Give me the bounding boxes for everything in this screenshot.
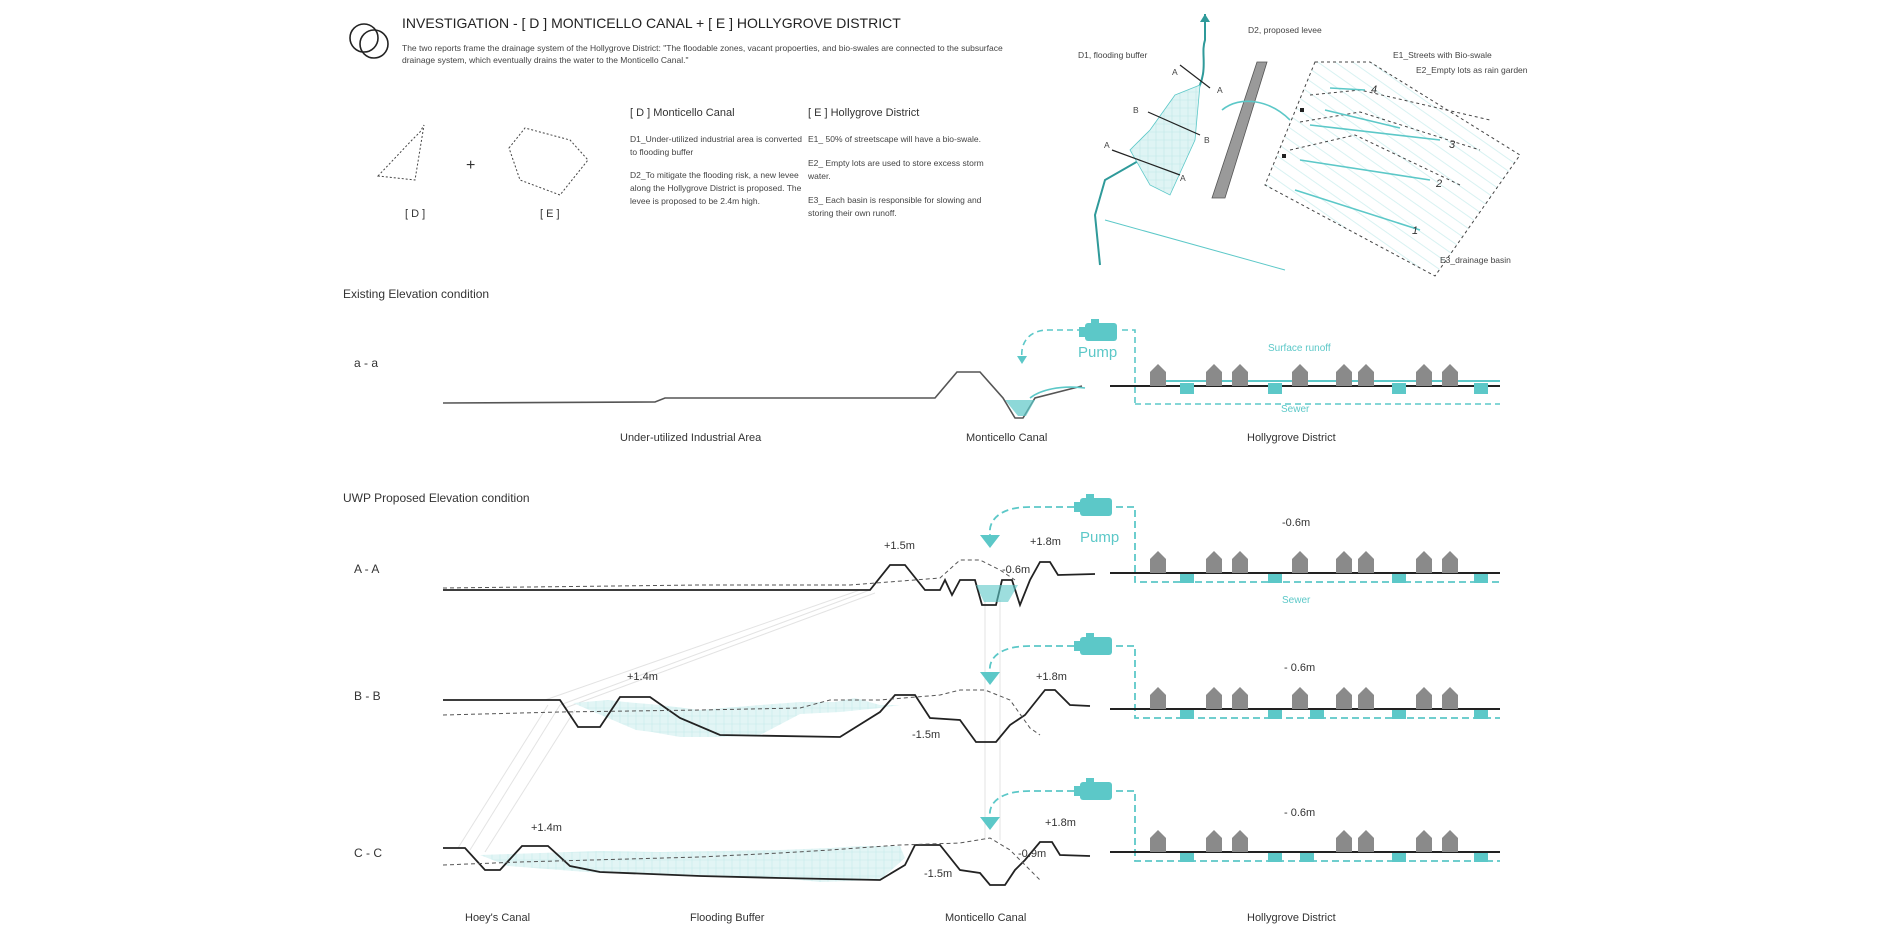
map-section-a-4: A — [1180, 173, 1186, 183]
section-cc-label: C - C — [354, 846, 382, 860]
map-section-b-1: B — [1133, 105, 1139, 115]
bb-right-levee: +1.8m — [1036, 671, 1067, 683]
map-basin-1: 1 — [1412, 225, 1418, 237]
section-connector-hatch — [457, 589, 1001, 853]
cc-canal-depth: -1.5m — [924, 868, 952, 880]
bottom-label-district: Hollygrove District — [1247, 912, 1336, 924]
map-basin-2: 2 — [1435, 178, 1442, 190]
cc-canal-depth-2: -0.9m — [1018, 848, 1046, 860]
existing-section-label: a - a — [354, 356, 378, 370]
cc-sewer-inlets — [1180, 853, 1488, 862]
map-section-a-3: A — [1104, 140, 1110, 150]
existing-sewer-inlets — [1180, 383, 1488, 394]
aa-sewer-label: Sewer — [1282, 595, 1311, 606]
map-section-b-2: B — [1204, 135, 1210, 145]
area-d-label: [ D ] — [405, 208, 425, 220]
monticello-d1-line1: D1_Under-utilized industrial area is con… — [630, 134, 802, 144]
proposed-title: UWP Proposed Elevation condition — [343, 491, 530, 505]
monticello-d2-line1: D2_To mitigate the flooding risk, a new … — [630, 170, 799, 180]
existing-ground-line — [442, 371, 1083, 419]
section-aa-label: A - A — [354, 562, 379, 576]
cc-pump-icon — [1074, 778, 1112, 800]
section-bb-ground — [443, 689, 1091, 743]
hollygrove-heading: [ E ] Hollygrove District — [808, 107, 919, 119]
aa-houses — [1150, 551, 1458, 573]
map-e2-label: E2_Empty lots as rain garden — [1416, 65, 1528, 75]
cc-buffer-levee: +1.4m — [531, 822, 562, 834]
map-basin-3: 3 — [1449, 139, 1456, 151]
cc-district-level: - 0.6m — [1284, 807, 1315, 819]
bb-sewer-inlets — [1180, 710, 1488, 719]
header-logo-icon — [349, 23, 389, 59]
hollygrove-e1: E1_ 50% of streetscape will have a bio-s… — [808, 134, 981, 144]
monticello-d2-line3: levee is proposed to be 2.4m high. — [630, 196, 760, 206]
map-section-a-1: A — [1172, 67, 1178, 77]
hollygrove-e3-line1: E3_ Each basin is responsible for slowin… — [808, 195, 982, 205]
section-bb-label: B - B — [354, 689, 381, 703]
bb-canal-depth: -1.5m — [912, 729, 940, 741]
section-aa-ground — [443, 561, 1096, 608]
map-section-a-2: A — [1217, 85, 1223, 95]
bb-pump-icon — [1074, 633, 1112, 655]
existing-label-industrial: Under-utilized Industrial Area — [620, 432, 762, 444]
aa-pump-icon — [1074, 494, 1112, 516]
cc-right-levee: +1.8m — [1045, 817, 1076, 829]
site-map — [1093, 14, 1521, 277]
aa-sewer-inlets — [1180, 574, 1488, 583]
monticello-d2-line2: along the Hollygrove District is propose… — [630, 183, 802, 193]
existing-label-district: Hollygrove District — [1247, 432, 1336, 444]
aa-canal-depth: -0.6m — [1002, 564, 1030, 576]
map-d1-label: D1, flooding buffer — [1078, 50, 1147, 60]
hollygrove-e2-line2: water. — [807, 171, 831, 181]
aa-levee-label: +1.5m — [884, 540, 915, 552]
bottom-label-hoeys: Hoey's Canal — [465, 912, 530, 924]
existing-sewer-label: Sewer — [1281, 404, 1310, 415]
hollygrove-e3-line2: storing their own runoff. — [808, 208, 897, 218]
aa-district-level: -0.6m — [1282, 517, 1310, 529]
bottom-label-buffer: Flooding Buffer — [690, 912, 765, 924]
existing-pump-label: Pump — [1078, 344, 1117, 361]
existing-pump-icon — [1079, 319, 1117, 341]
existing-surface-runoff: Surface runoff — [1268, 343, 1331, 354]
bb-buffer-levee: +1.4m — [627, 671, 658, 683]
existing-title: Existing Elevation condition — [343, 287, 489, 301]
page-title: INVESTIGATION - [ D ] MONTICELLO CANAL +… — [402, 15, 901, 31]
bb-houses — [1150, 687, 1458, 709]
map-basin-4: 4 — [1371, 84, 1377, 96]
area-d-outline — [376, 124, 425, 181]
map-e3-label: E3_drainage basin — [1440, 255, 1511, 265]
aa-right-levee: +1.8m — [1030, 536, 1061, 548]
area-e-outline — [508, 127, 589, 196]
monticello-heading: [ D ] Monticello Canal — [630, 107, 735, 119]
map-d2-label: D2, proposed levee — [1248, 25, 1322, 35]
section-cc-ground — [443, 841, 1091, 886]
bottom-label-canal: Monticello Canal — [945, 912, 1026, 924]
map-e1-label: E1_Streets with Bio-swale — [1393, 50, 1492, 60]
plus-sign: + — [466, 157, 475, 174]
monticello-d1-line2: to flooding buffer — [630, 147, 693, 157]
intro-line-1: The two reports frame the drainage syste… — [402, 43, 1003, 53]
area-e-label: [ E ] — [540, 208, 560, 220]
intro-line-2: drainage system, which eventually drains… — [402, 55, 689, 65]
aa-pump-label: Pump — [1080, 529, 1119, 546]
existing-houses — [1150, 364, 1458, 386]
bb-district-level: - 0.6m — [1284, 662, 1315, 674]
cc-houses — [1150, 830, 1458, 852]
hollygrove-e2-line1: E2_ Empty lots are used to store excess … — [808, 158, 984, 168]
existing-label-canal: Monticello Canal — [966, 432, 1047, 444]
